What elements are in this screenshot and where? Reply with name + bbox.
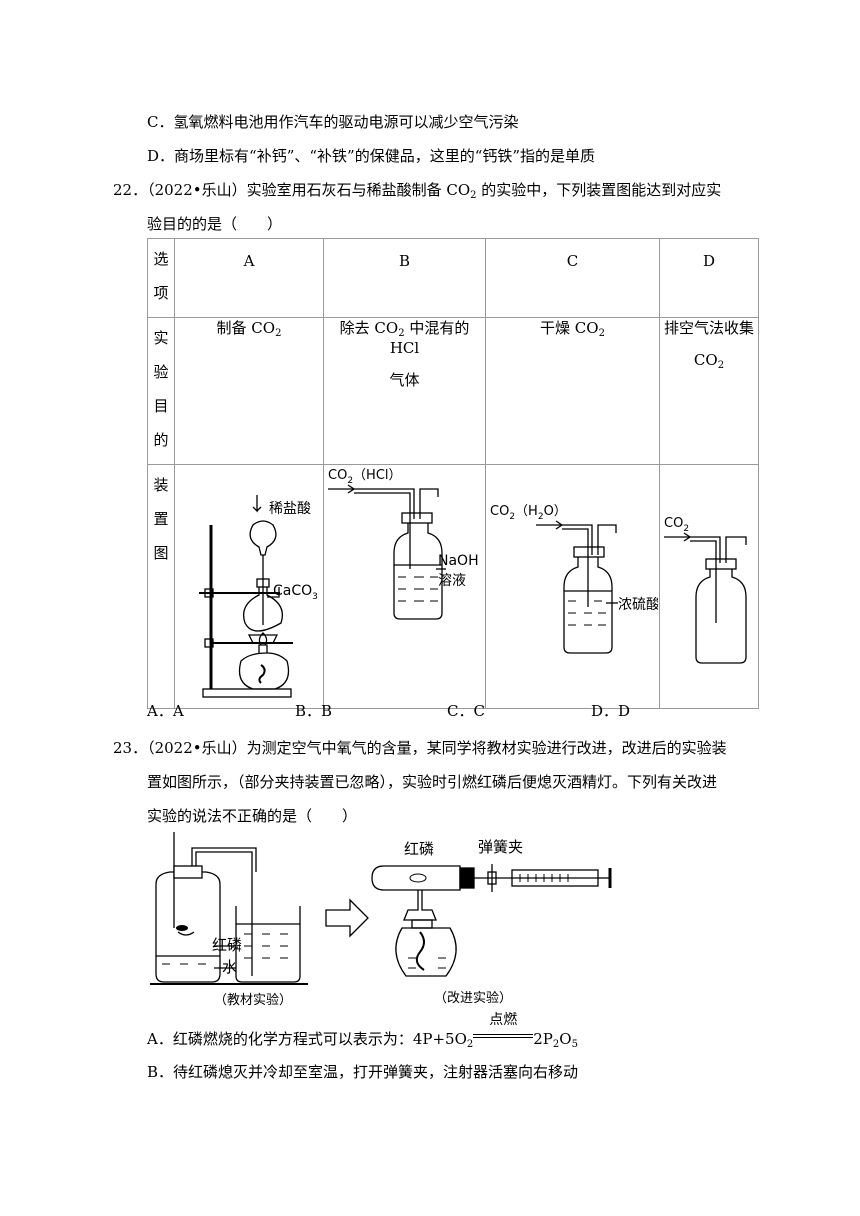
device-d-cell: CO2 (659, 464, 759, 709)
purpose-header-text: 实验目的 (148, 318, 174, 464)
device-c-figure: CO2（H2O） 浓硫酸 (490, 504, 660, 654)
q22-table: 选项 A B C D 实验目的 制备 CO2 除去 CO2 中混有的 HCl 气… (147, 238, 759, 709)
label-gas-d: CO2 (664, 516, 689, 534)
purpose-a: 制备 CO2 (174, 317, 324, 465)
vertical-char: 验 (153, 363, 169, 381)
q22-option-c[interactable]: C．C (447, 702, 485, 720)
condition-ignite: 点燃 (489, 1012, 518, 1028)
label-left-phosphorus: 红磷 (212, 936, 242, 954)
device-c-cell: CO2（H2O） 浓硫酸 (485, 464, 660, 709)
vertical-char: 目 (153, 397, 169, 415)
q22-stem-line1: 22．（2022•乐山）实验室用石灰石与稀盐酸制备 CO2 的实验中，下列装置图… (113, 181, 722, 201)
label-spring-clip: 弹簧夹 (478, 838, 523, 856)
label-water: 水 (222, 958, 237, 976)
q23-stem-line2: 置如图所示，（部分夹持装置已忽略），实验时引燃红磷后便熄灭酒精灯。下列有关改进 (147, 773, 718, 791)
q22-option-d[interactable]: D．D (591, 702, 631, 720)
device-header-cell: 装置图 (147, 464, 175, 709)
device-b-figure: CO2（HCl） NaOH 溶液 (328, 468, 479, 620)
vertical-char: 实 (153, 329, 169, 347)
label-naoh: NaOH (438, 553, 479, 569)
purpose-d: 排空气法收集 CO2 (659, 317, 759, 465)
vertical-char: 选 (153, 250, 169, 268)
vertical-char: 图 (153, 544, 169, 562)
q23-option-b[interactable]: B．待红磷熄灭并冷却至室温，打开弹簧夹，注射器活塞向右移动 (147, 1063, 579, 1081)
label-caco3: CaCO3 (273, 583, 318, 602)
q22-option-a[interactable]: A．A (147, 702, 184, 720)
arrow-icon (325, 898, 369, 938)
col-b-header: B (323, 238, 486, 318)
label-gas-b: CO2（HCl） (328, 468, 402, 486)
device-a-cell: 稀盐酸 CaCO3 (174, 464, 324, 709)
caption-textbook: （教材实验） (214, 992, 292, 1008)
q22-stem-line2: 验目的的是（ ） (147, 215, 283, 233)
device-header-text: 装置图 (148, 465, 174, 577)
header-option-cell: 选项 (147, 238, 175, 318)
col-c-header: C (485, 238, 660, 318)
purpose-b: 除去 CO2 中混有的 HCl 气体 (323, 317, 486, 465)
option-d-prev: D．商场里标有“补钙”、“补铁”的保健品，这里的“钙铁”指的是单质 (147, 147, 596, 165)
purpose-header-cell: 实验目的 (147, 317, 175, 465)
device-b-cell: CO2（HCl） NaOH 溶液 (323, 464, 486, 709)
q23-option-a[interactable]: A．红磷燃烧的化学方程式可以表示为：4P+5O2 点燃 2P2O5 (147, 1012, 578, 1050)
q23-stem-line1: 23．（2022•乐山）为测定空气中氧气的含量，某同学将教材实验进行改进，改进后… (113, 739, 727, 757)
vertical-char: 装 (153, 476, 169, 494)
label-acid: 稀盐酸 (269, 501, 311, 517)
device-a-figure: 稀盐酸 CaCO3 (199, 495, 318, 698)
option-c-prev: C．氢氧燃料电池用作汽车的驱动电源可以减少空气污染 (147, 113, 519, 131)
label-solution: 溶液 (438, 573, 466, 589)
vertical-char: 项 (153, 284, 169, 302)
vertical-char: 的 (153, 431, 169, 449)
q23-figure: 红磷 水 （教材实验） 红磷 弹簧夹 （改进实验） (150, 832, 612, 1008)
col-d-header: D (659, 238, 759, 318)
col-a-header: A (174, 238, 324, 318)
label-gas-c: CO2（H2O） (490, 504, 567, 522)
vertical-char: 置 (153, 510, 169, 528)
q23-stem-line3: 实验的说法不正确的是（ ） (147, 807, 358, 825)
device-d-figure: CO2 (664, 516, 747, 664)
label-sulfuric: 浓硫酸 (618, 597, 658, 613)
q22-option-b[interactable]: B．B (295, 702, 333, 720)
caption-improved: （改进实验） (434, 990, 512, 1006)
label-right-phosphorus: 红磷 (404, 840, 434, 858)
purpose-c: 干燥 CO2 (485, 317, 660, 465)
